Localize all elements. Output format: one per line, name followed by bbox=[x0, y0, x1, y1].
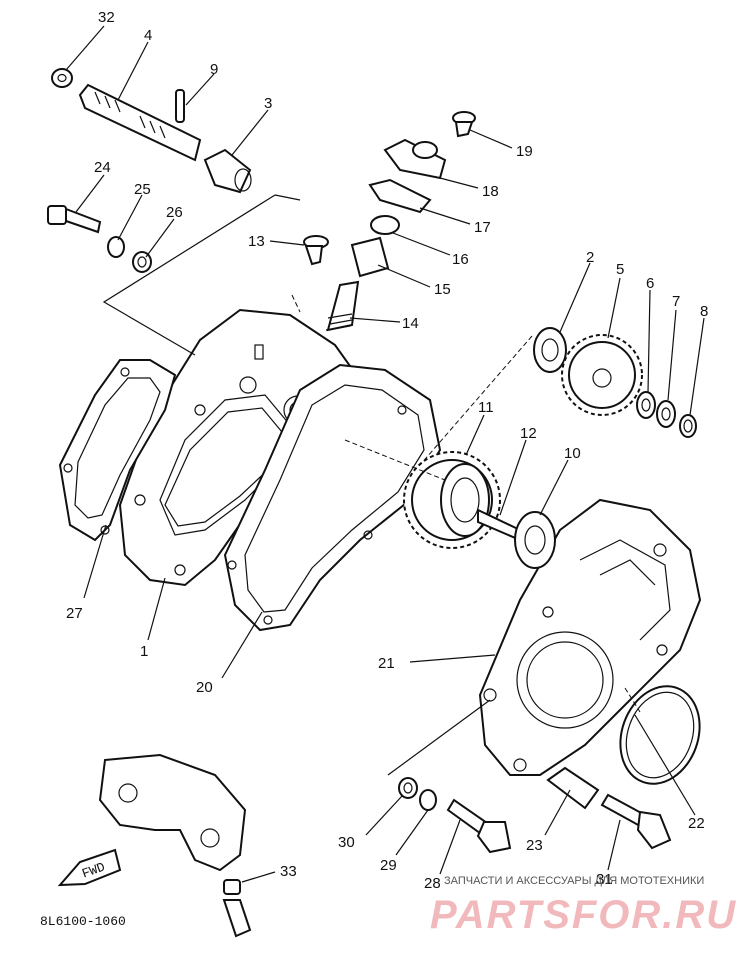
callout-9: 9 bbox=[210, 61, 218, 78]
callout-16: 16 bbox=[452, 251, 469, 268]
callout-26: 26 bbox=[166, 204, 183, 221]
lock-washer-25 bbox=[107, 236, 125, 258]
callout-1: 1 bbox=[140, 643, 148, 660]
pinion-gear-14 bbox=[325, 280, 360, 332]
bearing-10 bbox=[514, 511, 556, 569]
callout-2: 2 bbox=[586, 249, 594, 266]
gasket-left bbox=[58, 359, 177, 542]
callout-25: 25 bbox=[134, 181, 151, 198]
drive-shaft bbox=[78, 83, 202, 162]
callout-23: 23 bbox=[526, 837, 543, 854]
callout-22: 22 bbox=[688, 815, 705, 832]
callout-29: 29 bbox=[380, 857, 397, 874]
collar-3 bbox=[203, 148, 252, 194]
washer-32 bbox=[51, 68, 73, 88]
bushing-15 bbox=[350, 236, 390, 278]
callout-14: 14 bbox=[402, 315, 419, 332]
callout-4: 4 bbox=[144, 27, 152, 44]
callout-30: 30 bbox=[338, 834, 355, 851]
callout-11: 11 bbox=[478, 399, 494, 416]
seal-16 bbox=[370, 215, 400, 235]
washer-7 bbox=[656, 400, 676, 428]
washer-30 bbox=[398, 777, 418, 799]
pin-9 bbox=[175, 89, 185, 123]
callout-7: 7 bbox=[672, 293, 680, 310]
callout-3: 3 bbox=[264, 95, 272, 112]
bolt-24 bbox=[47, 205, 102, 234]
callout-17: 17 bbox=[474, 219, 491, 236]
callout-5: 5 bbox=[616, 261, 624, 278]
gear-case-cover bbox=[478, 498, 702, 776]
driven-gear-shaft bbox=[403, 451, 521, 549]
bracket-assembly bbox=[98, 753, 252, 938]
callout-24: 24 bbox=[94, 159, 111, 176]
callout-28: 28 bbox=[424, 875, 441, 892]
forward-direction-arrow bbox=[57, 848, 122, 887]
callout-15: 15 bbox=[434, 281, 451, 298]
washer-6 bbox=[636, 391, 656, 419]
circlip-8 bbox=[679, 414, 697, 438]
callout-13: 13 bbox=[248, 233, 265, 250]
callout-19: 19 bbox=[516, 143, 533, 160]
callout-12: 12 bbox=[520, 425, 537, 442]
callout-numbers: 32 4 9 3 24 25 26 13 14 15 16 17 18 19 2… bbox=[66, 9, 708, 892]
callout-31: 31 bbox=[596, 871, 613, 888]
bolt-28 bbox=[446, 798, 512, 854]
callout-18: 18 bbox=[482, 183, 499, 200]
gasket-17 bbox=[368, 178, 432, 214]
callout-6: 6 bbox=[646, 275, 654, 292]
callout-32: 32 bbox=[98, 9, 115, 26]
callout-20: 20 bbox=[196, 679, 213, 696]
housing-18 bbox=[383, 138, 447, 180]
callout-27: 27 bbox=[66, 605, 83, 622]
screw-13 bbox=[303, 235, 329, 266]
screw-19 bbox=[452, 111, 476, 138]
lock-washer-29 bbox=[419, 789, 437, 811]
leader-lines bbox=[65, 25, 705, 883]
watermark-tagline: ЗАПЧАСТИ И АКСЕССУАРЫ ДЛЯ МОТОТЕХНИКИ bbox=[444, 875, 704, 887]
bearing-2 bbox=[533, 327, 567, 373]
alignment-lines bbox=[102, 194, 641, 776]
callout-8: 8 bbox=[700, 303, 708, 320]
callout-33: 33 bbox=[280, 863, 297, 880]
washer-26 bbox=[132, 251, 152, 273]
sprocket bbox=[561, 334, 643, 416]
collar-23 bbox=[546, 766, 600, 810]
o-ring bbox=[619, 685, 701, 785]
diagram-code: 8L6100-1060 bbox=[40, 914, 126, 929]
watermark-brand: PARTSFOR.RU bbox=[430, 893, 737, 937]
callout-21: 21 bbox=[378, 655, 395, 672]
callout-10: 10 bbox=[564, 445, 581, 462]
bolt-31 bbox=[600, 793, 672, 850]
